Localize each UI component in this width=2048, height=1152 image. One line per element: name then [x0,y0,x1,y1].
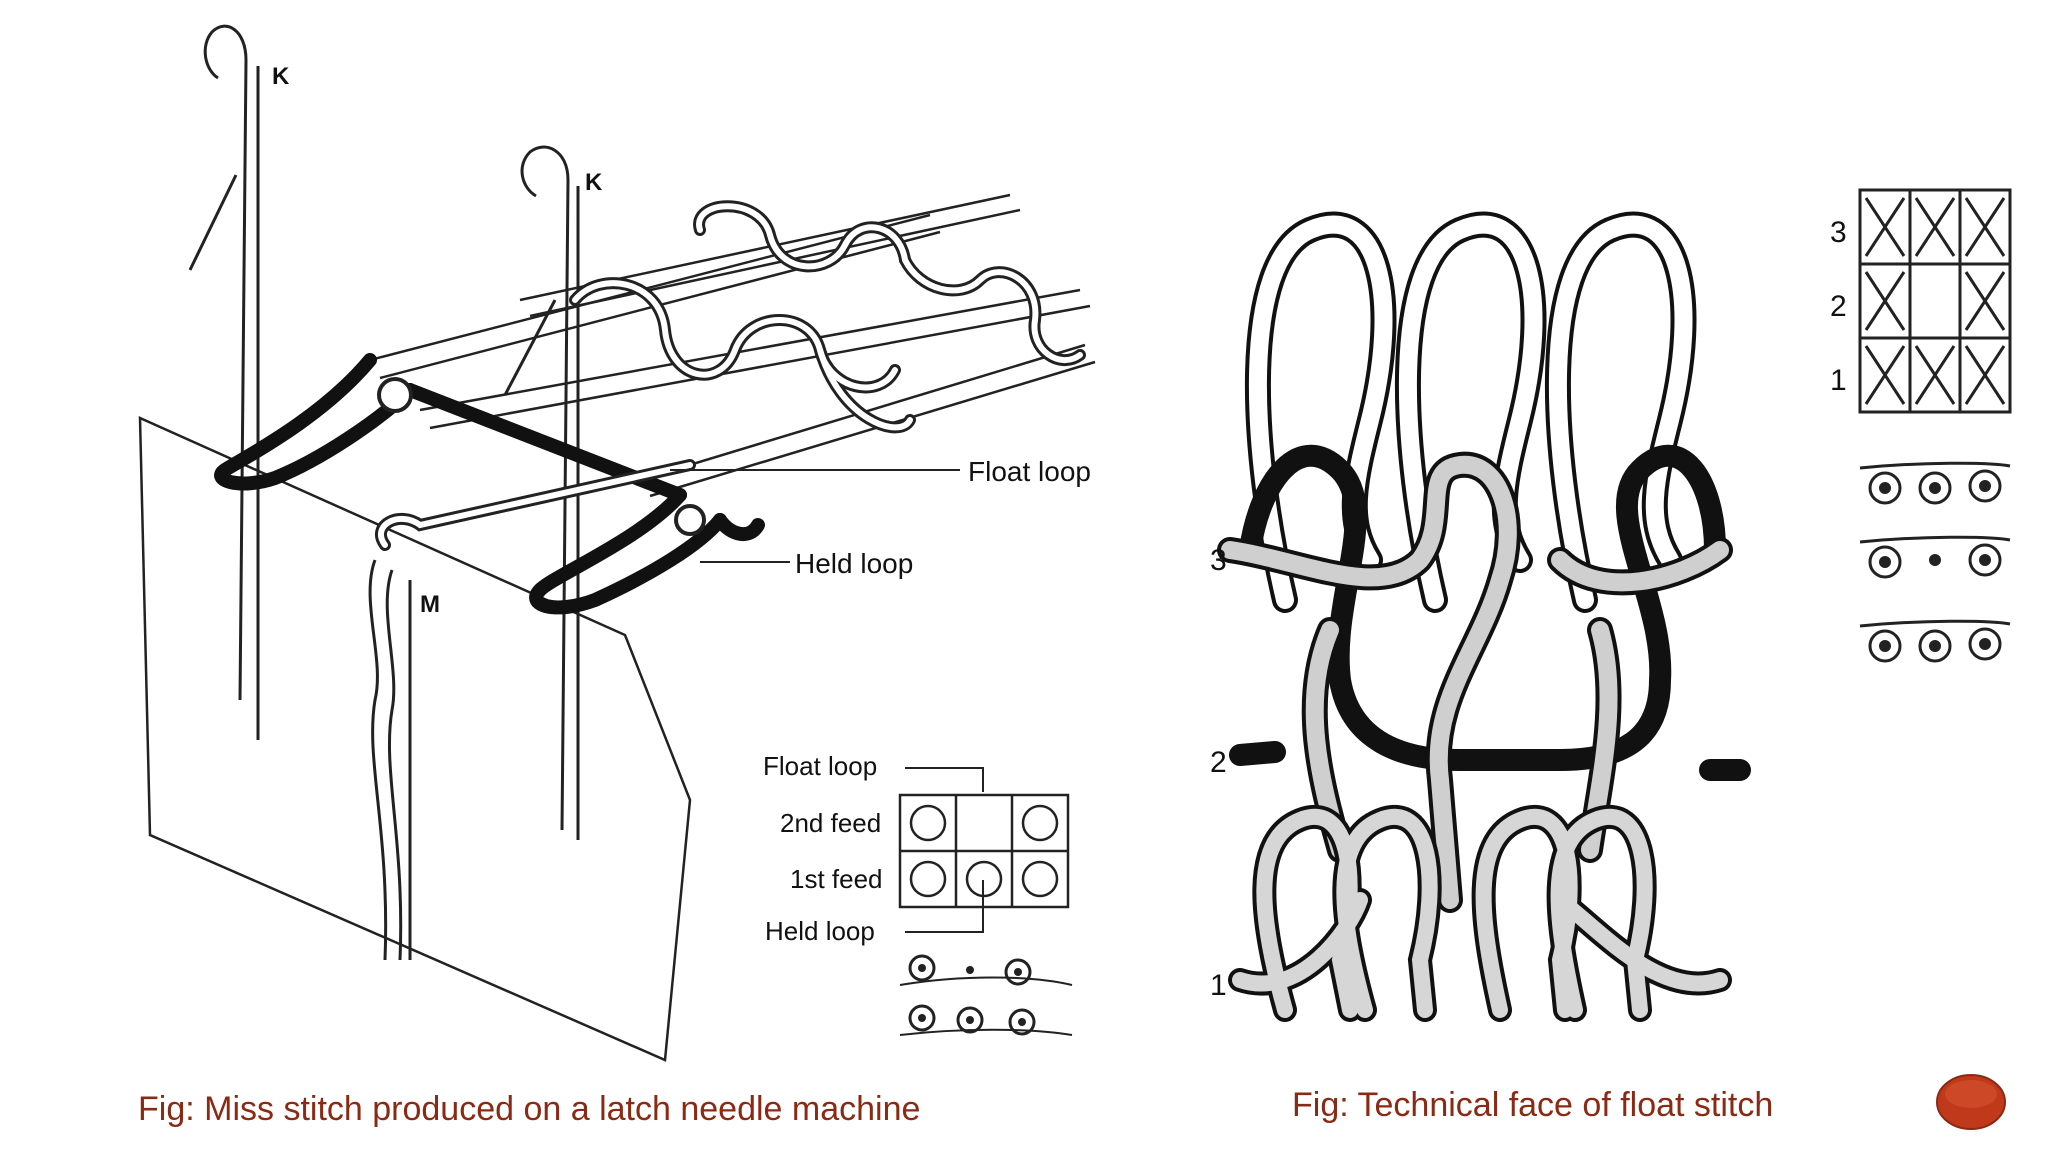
black-float-yarn [1229,444,1751,781]
caption-float-stitch: Fig: Technical face of float stitch [1292,1086,1774,1124]
needle-label-k1: K [272,63,290,90]
notation-held-loop: Held loop [765,916,875,946]
bottom-loops [1228,805,1732,1022]
knitted-loops [569,200,1086,434]
loop-symbol [965,860,1003,898]
grid-row-label-2: 2 [1830,290,1847,323]
notation-float-loop: Float loop [763,751,877,781]
course-label-1: 1 [1210,969,1227,1002]
notation-block: Float loop 2nd feed 1st feed Held loop [763,751,1073,1036]
course-label-3: 3 [1210,544,1227,577]
grid-row-label-1: 1 [1830,364,1847,397]
float-loop-callout: Float loop [968,456,1091,487]
grid-row-label-3: 3 [1830,216,1847,249]
needle-notation [1859,461,2011,663]
miss-stitch-diagram: Float loop Held loop K K M Float loop 2n… [138,24,1096,1062]
needle-label-k2: K [585,169,603,196]
loop-symbol [909,804,947,842]
trick-plate [138,416,692,1062]
loop-symbol [1021,804,1059,842]
loop-symbol [909,860,947,898]
float-stitch-diagram: 3 2 1 3 2 1 [1210,188,2012,1022]
loop-symbol [1021,860,1059,898]
slide-badge [1936,1074,2006,1130]
notation-1st-feed: 1st feed [790,864,883,894]
notation-2nd-feed: 2nd feed [780,808,881,838]
sinker-label-m: M [420,591,440,618]
x-notation-grid: 3 2 1 [1830,188,2012,414]
sinker-yarn [368,559,412,961]
top-loops [1244,211,1697,613]
caption-miss-stitch: Fig: Miss stitch produced on a latch nee… [138,1090,921,1128]
held-loop-callout: Held loop [795,548,913,579]
course-label-2: 2 [1210,746,1227,779]
needle-left [188,24,260,740]
